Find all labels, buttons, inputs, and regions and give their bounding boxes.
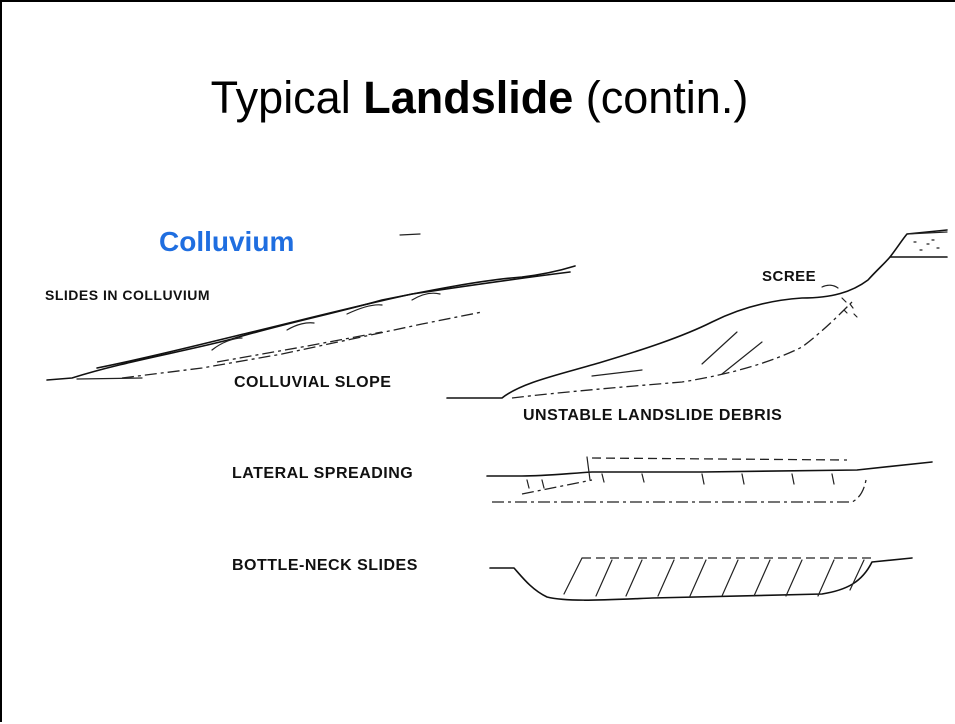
stray-mark	[400, 234, 420, 235]
label-colluvial-slope: COLLUVIAL SLOPE	[234, 374, 391, 392]
colluvium-slides-sketch	[47, 266, 575, 380]
stippled-bedrock	[914, 240, 939, 250]
scree-dots	[842, 298, 857, 317]
label-slides-in-colluvium: SLIDES IN COLLUVIUM	[45, 287, 210, 303]
scree-slope-sketch	[447, 230, 947, 398]
label-lateral-spreading: LATERAL SPREADING	[232, 465, 413, 483]
label-scree: SCREE	[762, 268, 816, 285]
label-bottle-neck-slides: BOTTLE-NECK SLIDES	[232, 557, 418, 575]
bottle-neck-sketch	[490, 558, 912, 600]
fissures	[527, 474, 834, 488]
lateral-spreading-sketch	[487, 457, 932, 502]
label-unstable-landslide-debris: UNSTABLE LANDSLIDE DEBRIS	[523, 407, 782, 425]
scree-pointer	[822, 285, 838, 288]
